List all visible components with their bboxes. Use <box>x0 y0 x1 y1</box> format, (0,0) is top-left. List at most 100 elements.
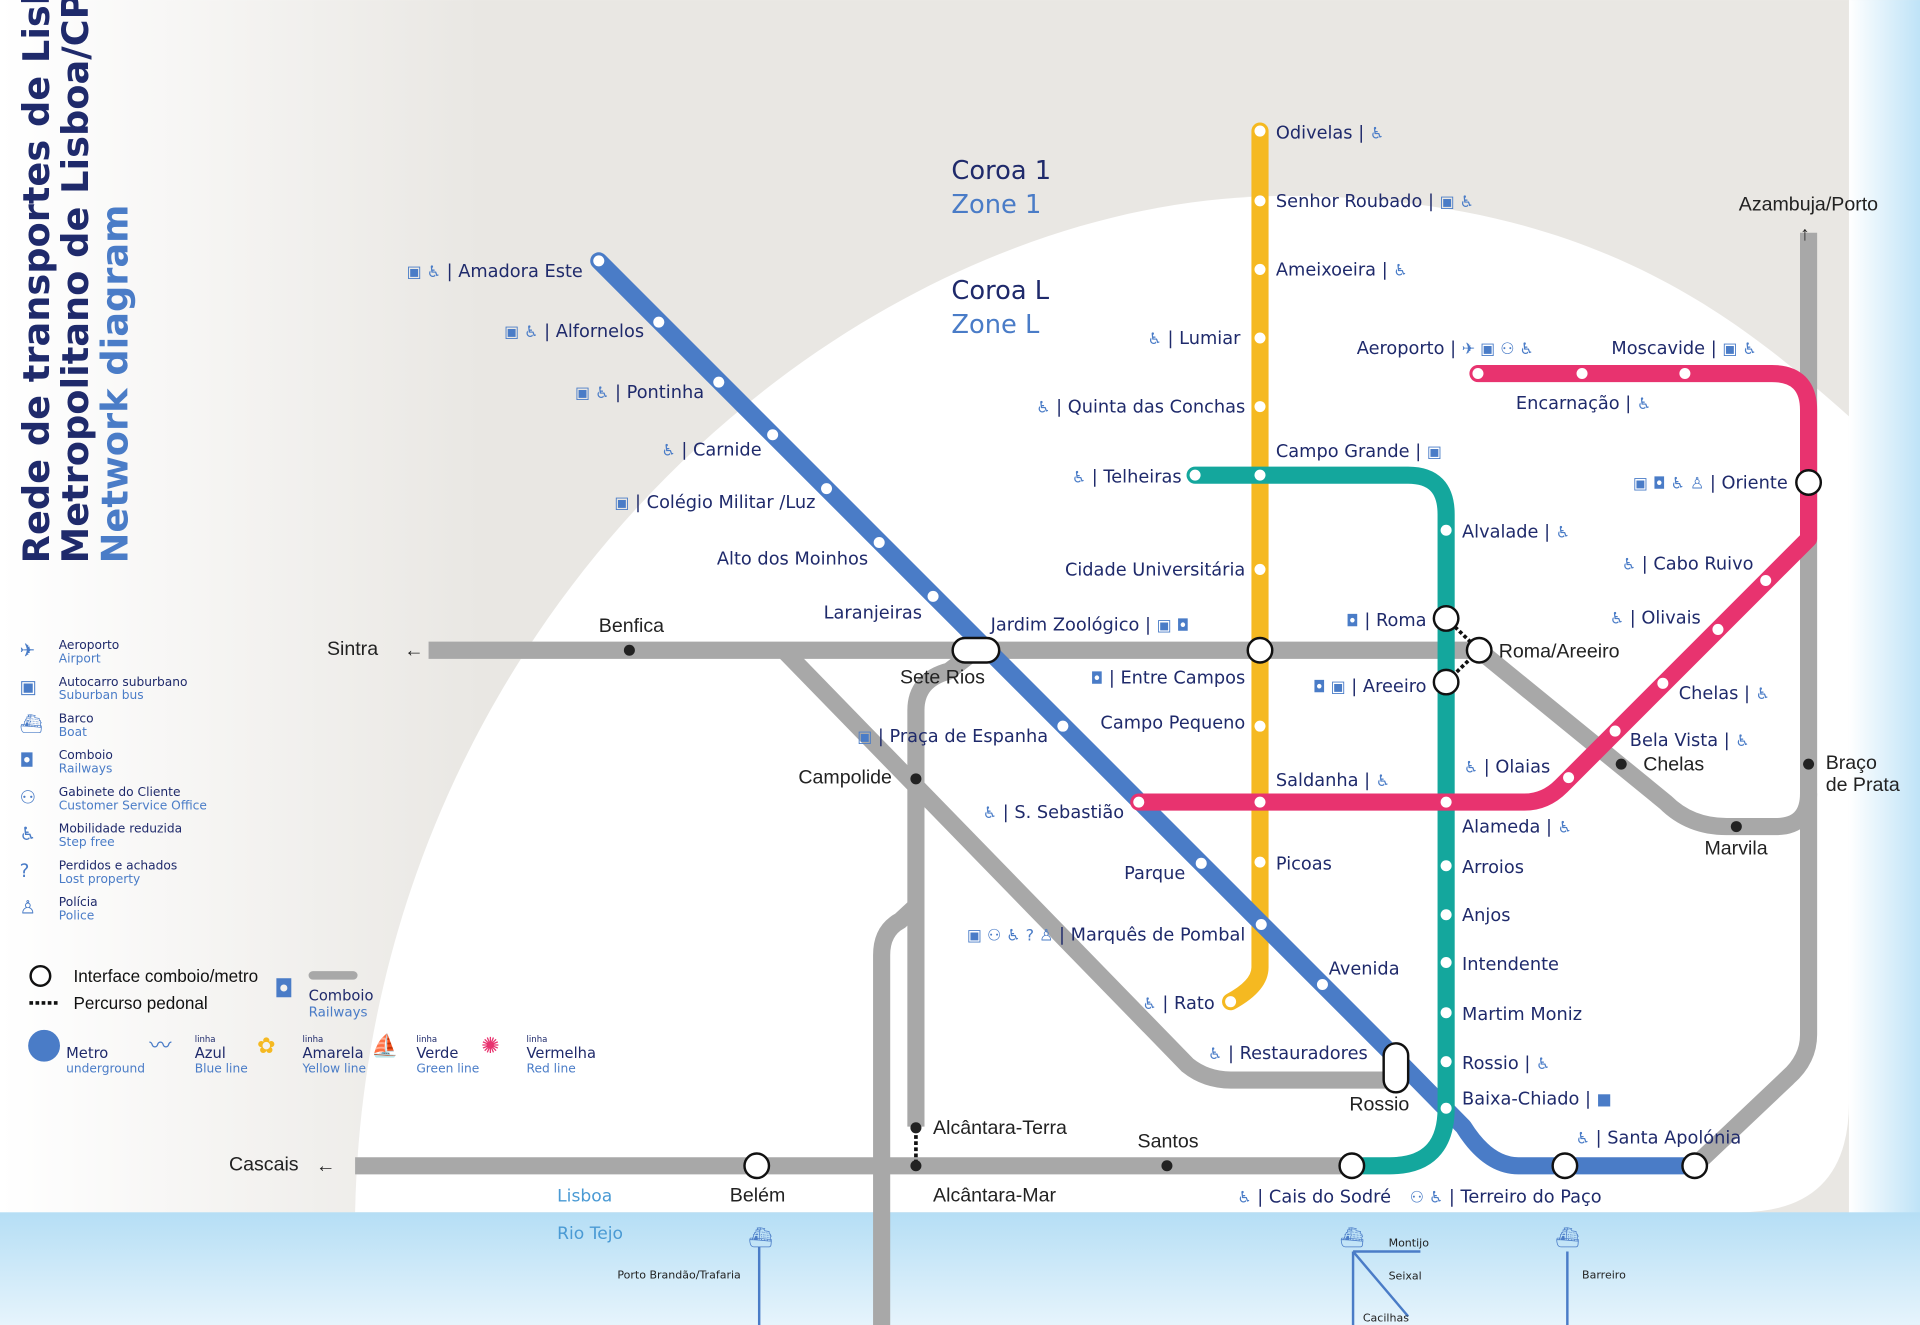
station-dot[interactable] <box>1255 919 1267 931</box>
station-dot[interactable] <box>821 483 833 495</box>
station-label[interactable]: Laranjeiras <box>824 603 922 623</box>
station-label[interactable]: ♿ | Cabo Ruivo <box>1622 554 1754 574</box>
station-label[interactable]: ♿ | Cais do Sodré <box>1237 1188 1391 1208</box>
station-dot[interactable] <box>1440 796 1452 808</box>
rail-station-label[interactable]: Alcântara-Terra <box>933 1117 1067 1139</box>
station-dot[interactable] <box>1440 909 1452 921</box>
station-label[interactable]: ♿ | Quinta das Conchas <box>1036 398 1245 418</box>
station-dot[interactable] <box>1472 368 1484 380</box>
station-label[interactable]: ▣ ♿ | Amadora Este <box>407 262 583 282</box>
station-label[interactable]: Intendente <box>1462 955 1559 975</box>
station-dot[interactable] <box>873 536 885 549</box>
interchange-marker[interactable] <box>1382 1042 1410 1094</box>
rail-station-label[interactable]: Azambuja/Porto <box>1739 194 1878 216</box>
station-label[interactable]: Senhor Roubado | ▣ ♿ <box>1276 192 1474 212</box>
station-dot[interactable] <box>1189 469 1201 481</box>
station-dot[interactable] <box>713 376 725 388</box>
station-label[interactable]: Campo Pequeno <box>1100 714 1245 734</box>
interchange-marker[interactable] <box>1465 636 1493 664</box>
station-dot[interactable] <box>1440 1007 1452 1019</box>
rail-station-label[interactable]: Alcântara-Mar <box>933 1184 1056 1206</box>
station-label[interactable]: Avenida <box>1329 960 1400 980</box>
station-dot[interactable] <box>1576 368 1588 380</box>
station-dot[interactable] <box>1254 469 1266 481</box>
interchange-marker[interactable] <box>1795 469 1823 496</box>
interchange-marker[interactable] <box>743 1152 771 1180</box>
rail-station-label[interactable]: Marvila <box>1704 838 1767 860</box>
station-label[interactable]: Martim Moniz <box>1462 1005 1582 1025</box>
station-label[interactable]: ▣ | Praça de Espanha <box>857 727 1048 747</box>
interchange-marker[interactable] <box>1681 1152 1709 1180</box>
rail-station-label[interactable]: Santos <box>1138 1130 1199 1152</box>
station-label[interactable]: ◘ | Roma <box>1346 611 1426 631</box>
station-label[interactable]: ◘ ▣ | Areeiro <box>1313 677 1427 697</box>
station-dot[interactable] <box>1254 332 1266 344</box>
station-dot[interactable] <box>1679 368 1691 380</box>
station-label[interactable]: Ameixoeira | ♿ <box>1276 261 1408 281</box>
interchange-marker[interactable] <box>1551 1152 1579 1180</box>
rail-station-label[interactable]: Chelas <box>1643 753 1704 775</box>
interchange-marker[interactable] <box>1432 668 1460 696</box>
station-dot[interactable] <box>1657 677 1669 689</box>
station-dot[interactable] <box>1254 263 1266 275</box>
station-label[interactable]: Bela Vista | ♿ <box>1630 731 1750 751</box>
station-label[interactable]: ♿ | Rato <box>1143 994 1215 1014</box>
station-label[interactable]: ▣ ♿ | Alfornelos <box>504 322 644 342</box>
station-label[interactable]: ♿ | Telheiras <box>1072 468 1182 488</box>
station-label[interactable]: Alameda | ♿ <box>1462 818 1572 838</box>
station-dot[interactable] <box>1316 979 1328 991</box>
rail-station-label[interactable]: de Prata <box>1826 774 1900 796</box>
station-dot[interactable] <box>1057 720 1069 732</box>
station-label[interactable]: ♿ | Santa Apolónia <box>1576 1129 1742 1149</box>
rail-station-label[interactable]: Rossio <box>1349 1094 1409 1116</box>
station-label[interactable]: Chelas | ♿ <box>1679 684 1770 704</box>
station-dot[interactable] <box>1254 401 1266 413</box>
station-label[interactable]: Alvalade | ♿ <box>1462 523 1570 543</box>
station-label[interactable]: Aeroporto | ✈ ▣ ⚇ ♿ <box>1357 339 1534 359</box>
station-label[interactable]: ♿ | Restauradores <box>1208 1044 1368 1064</box>
rail-station-label[interactable]: Belém <box>730 1184 786 1206</box>
station-label[interactable]: Saldanha | ♿ <box>1276 771 1390 791</box>
station-label[interactable]: ♿ | Olaias <box>1464 758 1550 778</box>
station-dot[interactable] <box>593 255 605 267</box>
station-dot[interactable] <box>1440 956 1452 969</box>
station-label[interactable]: ▣ ◘ ♿ ♙ | Oriente <box>1633 474 1788 494</box>
station-dot[interactable] <box>1760 574 1772 586</box>
station-label[interactable]: ♿ | Olivais <box>1610 608 1701 628</box>
rail-station-label[interactable]: Cascais <box>229 1154 299 1176</box>
station-label[interactable]: Parque <box>1124 864 1185 884</box>
interchange-marker[interactable] <box>1432 604 1460 632</box>
station-label[interactable]: Picoas <box>1276 854 1332 874</box>
rail-station-label[interactable]: Roma/Areeiro <box>1499 641 1620 663</box>
interchange-marker[interactable] <box>1338 1152 1366 1180</box>
station-label[interactable]: Baixa-Chiado | ■ <box>1462 1090 1612 1110</box>
station-label[interactable]: Odivelas | ♿ <box>1276 123 1384 143</box>
rail-station-label[interactable]: Braço <box>1826 752 1877 774</box>
station-dot[interactable] <box>1440 860 1452 872</box>
station-label[interactable]: ▣ | Colégio Militar /Luz <box>614 493 815 513</box>
station-label[interactable]: ▣ ♿ | Pontinha <box>575 383 704 403</box>
station-dot[interactable] <box>1254 563 1266 575</box>
station-dot[interactable] <box>1254 125 1266 137</box>
station-dot[interactable] <box>1440 1102 1452 1114</box>
station-dot[interactable] <box>1440 1056 1452 1068</box>
interchange-marker[interactable] <box>1246 636 1274 664</box>
station-dot[interactable] <box>1254 720 1266 732</box>
station-dot[interactable] <box>1225 996 1237 1008</box>
station-dot[interactable] <box>1254 796 1266 808</box>
station-dot[interactable] <box>1254 195 1266 207</box>
station-dot[interactable] <box>653 316 665 328</box>
station-label[interactable]: Anjos <box>1462 906 1510 926</box>
station-label[interactable]: Encarnação | ♿ <box>1516 394 1651 414</box>
station-label[interactable]: Campo Grande | ▣ <box>1276 442 1442 462</box>
station-label[interactable]: ▣ ⚇ ♿ ? ♙ | Marquês de Pombal <box>967 925 1245 945</box>
station-dot[interactable] <box>1712 623 1724 635</box>
station-dot[interactable] <box>1195 857 1207 869</box>
station-dot[interactable] <box>927 590 939 602</box>
station-label[interactable]: Alto dos Moinhos <box>717 550 868 570</box>
interchange-marker[interactable] <box>951 636 1001 664</box>
rail-station-label[interactable]: Sete Rios <box>900 666 985 688</box>
station-label[interactable]: ◘ | Entre Campos <box>1091 668 1246 688</box>
station-label[interactable]: Jardim Zoológico | ▣ ◘ <box>990 616 1190 636</box>
rail-station-label[interactable]: Campolide <box>798 767 892 789</box>
